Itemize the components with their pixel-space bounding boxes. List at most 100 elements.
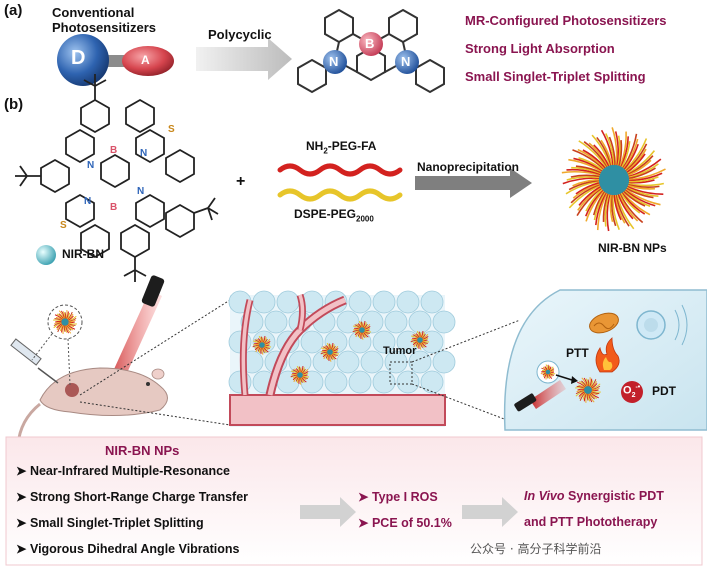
polycyclic-arrow [196, 38, 292, 80]
summary-bullet-2: ➤ Strong Short-Range Charge Transfer [16, 490, 249, 504]
np-core [598, 164, 630, 196]
outcome-rest: Synergistic PDT [564, 489, 664, 503]
core-b-letter: B [365, 36, 375, 51]
core-n-right-letter: N [401, 54, 411, 69]
outcome-line1: In Vivo Synergistic PDT [524, 489, 664, 503]
result-1: ➤ Type I ROS [358, 490, 438, 504]
core-n-left-letter: N [329, 54, 339, 69]
tissue-cell [432, 310, 456, 334]
tissue-cell [276, 290, 300, 314]
superoxide-icon [621, 381, 643, 403]
np-core [61, 318, 69, 326]
core-nitrogen-left [323, 50, 347, 74]
atom-n-3: N [84, 196, 92, 207]
atom-b-lower: B [110, 202, 118, 213]
np-core [359, 327, 365, 333]
polycyclic-label: Polycyclic [208, 27, 272, 42]
reagent-dspe-peg: DSPE-PEG2000 [294, 207, 374, 223]
nirbn-np-illustration [561, 127, 666, 232]
donor-letter: D [71, 47, 86, 69]
feature-3: Small Singlet-Triplet Splitting [465, 69, 646, 84]
core-boron-atom [359, 32, 383, 56]
summary-bullet-3: ➤ Small Singlet-Triplet Splitting [16, 516, 204, 530]
tissue-cell [252, 290, 276, 314]
np-core [327, 349, 333, 355]
tissue-cell [336, 310, 360, 334]
outcome-line2: and PTT Phototherapy [524, 515, 658, 529]
tissue-cell [432, 350, 456, 374]
result-1-text: Type I ROS [371, 490, 438, 504]
reagent1-main: NH [306, 139, 324, 153]
o2-sup: -• [635, 384, 641, 391]
o2-sub: 2 [631, 391, 636, 399]
syringe-icon [10, 338, 59, 384]
tissue-cell [348, 370, 372, 394]
acceptor-letter: A [141, 53, 150, 67]
tissue-cell [420, 370, 444, 394]
bullet-1-text: Near-Infrared Multiple-Resonance [29, 464, 230, 478]
atom-s-2: S [60, 220, 67, 231]
mouse-body [39, 367, 168, 417]
tissue-cell [384, 310, 408, 334]
donor-acceptor-dumbbell [57, 34, 174, 86]
reagent2-sub: 2000 [356, 214, 374, 224]
nh2-peg-fa-chain [277, 163, 403, 177]
panel-b-label: (b) [4, 96, 24, 113]
nanoprecipitation-label: Nanoprecipitation [417, 160, 520, 174]
tissue-cell [372, 290, 396, 314]
o2-main: O [623, 384, 632, 397]
tissue-cell [420, 290, 444, 314]
tissue-cell [396, 290, 420, 314]
bullet-2-text: Strong Short-Range Charge Transfer [29, 490, 249, 504]
summary-title: NIR-BN NPs [105, 443, 180, 458]
plus-sign: + [236, 173, 246, 190]
tissue-cell [408, 310, 432, 334]
conventional-line2: Photosensitizers [52, 20, 157, 35]
tissue-cell [372, 370, 396, 394]
reagent2-main: DSPE-PEG [294, 207, 357, 221]
feature-1: MR-Configured Photosensitizers [465, 13, 667, 28]
tumor-cell-zoom [503, 289, 707, 431]
np-core [584, 386, 592, 394]
watermark: 公众号 · 高分子科学前沿 [470, 542, 602, 556]
tumor-label: Tumor [383, 345, 417, 357]
reagent1-tail: -PEG-FA [327, 139, 377, 153]
nirbn-sphere-icon [36, 245, 56, 265]
summary-bullet-1: ➤ Near-Infrared Multiple-Resonance [16, 464, 230, 478]
atom-n-2: N [140, 148, 148, 159]
conventional-label: Conventional Photosensitizers [52, 5, 156, 35]
tissue-cell [372, 330, 396, 354]
bullet-3-text: Small Singlet-Triplet Splitting [29, 516, 204, 530]
tissue-cell [264, 310, 288, 334]
summary-bullet-4: ➤ Vigorous Dihedral Angle Vibrations [16, 542, 240, 556]
result-2: ➤ PCE of 50.1% [358, 516, 452, 530]
tissue-cell [324, 370, 348, 394]
atom-n-4: N [137, 186, 145, 197]
tumor-highlight-box [389, 361, 413, 385]
bullet-4-text: Vigorous Dihedral Angle Vibrations [29, 542, 240, 556]
tumor-tissue [228, 290, 456, 427]
flame-icon [595, 337, 620, 373]
atom-n-1: N [87, 160, 95, 171]
reagent1-sub: 2 [323, 146, 328, 156]
panel-a-label: (a) [4, 2, 23, 19]
tissue-cell [396, 370, 420, 394]
tissue-cell [336, 350, 360, 374]
atom-s-1: S [168, 124, 175, 135]
summary-arrow-2 [462, 497, 518, 527]
o2-label: O2-• [623, 384, 640, 399]
reagent-nh2-peg-fa: NH2-PEG-FA [306, 139, 376, 155]
nirbn-label: NIR-BN [62, 247, 104, 261]
np-core [545, 369, 551, 375]
core-nitrogen-right [395, 50, 419, 74]
result-2-text: PCE of 50.1% [371, 516, 452, 530]
pdt-label: PDT [652, 384, 676, 398]
atom-b-upper: B [110, 145, 118, 156]
nirbn-molecule [15, 74, 219, 282]
conventional-line1: Conventional [52, 5, 135, 20]
tissue-cell [408, 350, 432, 374]
tissue-cell [360, 350, 384, 374]
tissue-cell [300, 330, 324, 354]
nps-label: NIR-BN NPs [598, 241, 667, 255]
